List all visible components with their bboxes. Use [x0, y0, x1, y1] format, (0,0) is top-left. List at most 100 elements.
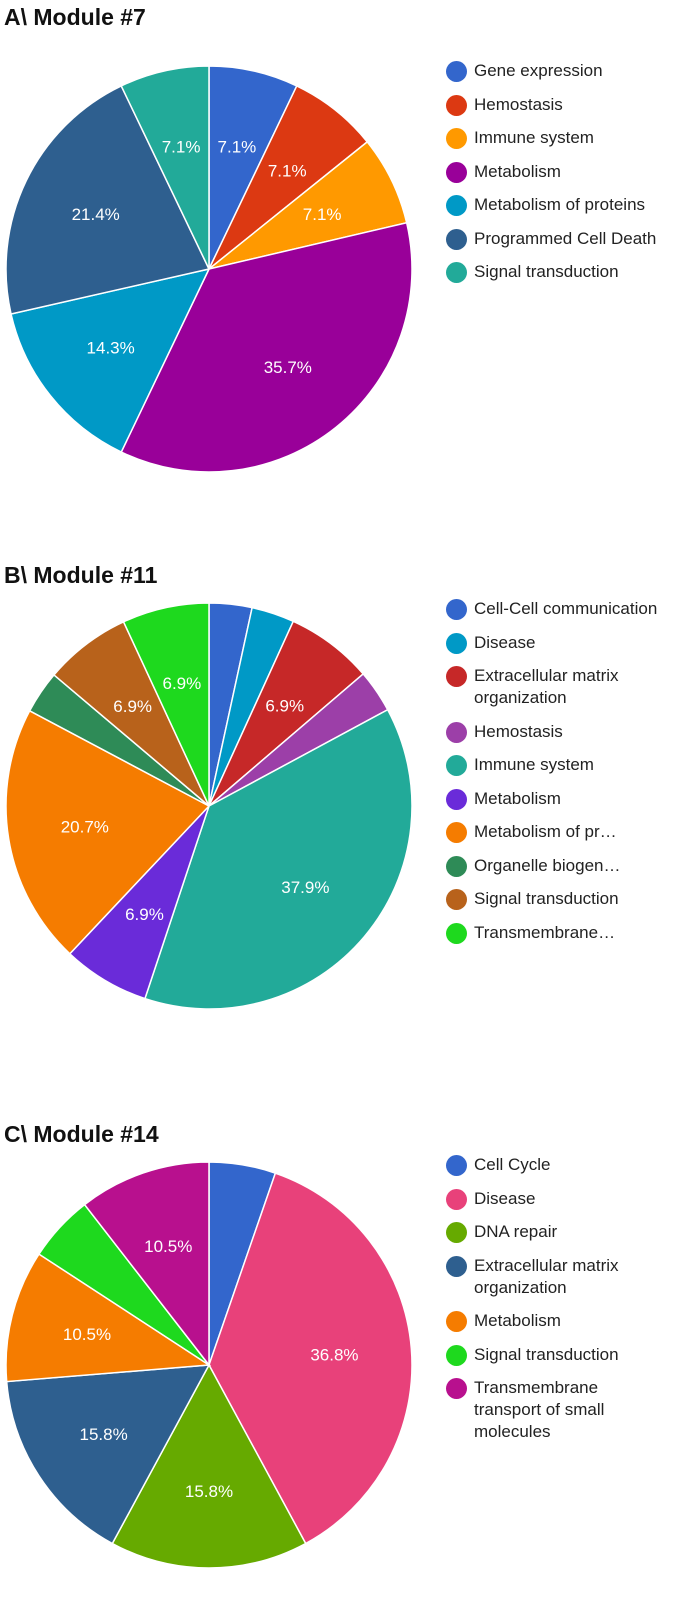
legend-item-disease: Disease: [446, 632, 676, 654]
pie-slice-transmembrane-transport-of-small-molecules: [83, 1161, 210, 1368]
legend-color-dot-icon: [446, 922, 467, 944]
legend-color-dot-icon: [446, 1311, 467, 1332]
legend-label: Metabolism: [474, 161, 561, 181]
legend-color-dot-icon: [446, 1155, 467, 1176]
legend-item-gene-expression: Gene expression: [446, 60, 676, 82]
pie-slice-metabolism-of-pr: [5, 709, 211, 955]
legend-color-dot-icon: [446, 666, 467, 687]
slice-label: 36.8%: [310, 1346, 358, 1365]
legend-color-dot-icon: [446, 61, 467, 82]
legend-label: Organelle biogen…: [474, 855, 621, 875]
legend-color-dot-icon: [446, 889, 467, 910]
legend-label: DNA repair: [474, 1222, 558, 1241]
legend-item-hemostasis: Hemostasis: [446, 94, 676, 116]
legend-label: Extracellular matrix organization: [474, 666, 619, 707]
legend-item-hemostasis: Hemostasis: [446, 721, 676, 743]
pie-slice-extracellular-matrix-organization: [5, 1364, 211, 1545]
legend-item-organelle-biogen: Organelle biogen…: [446, 855, 676, 877]
pie-slice-signal-transduction: [120, 65, 210, 270]
legend-item-transmembrane-transport-of-small-molecules: Transmembrane transport of small molecul…: [446, 1377, 661, 1443]
legend-item-cell-cycle: Cell Cycle: [446, 1154, 661, 1176]
legend-label: Metabolism of proteins: [474, 195, 646, 214]
slice-label: 6.9%: [163, 674, 202, 693]
slice-label: 7.1%: [268, 161, 307, 180]
legend-color-dot-icon: [446, 855, 467, 877]
legend-color-dot-icon: [446, 1378, 467, 1399]
slice-label: 7.1%: [218, 137, 257, 156]
pie-chart: 6.9%37.9%6.9%20.7%6.9%6.9%: [5, 602, 413, 1010]
slice-label: 7.1%: [303, 205, 342, 224]
legend-color-dot-icon: [446, 228, 467, 250]
legend-item-extracellular-matrix-organization: Extracellular matrix organization: [446, 665, 676, 709]
legend-label: Transmembrane…: [474, 922, 616, 942]
legend-color-dot-icon: [446, 262, 467, 283]
legend-label: Extracellular matrix organization: [474, 1255, 619, 1297]
legend-label: Metabolism of pr…: [474, 822, 617, 841]
legend-item-metabolism: Metabolism: [446, 788, 676, 810]
legend-item-disease: Disease: [446, 1188, 661, 1210]
pie-slice-metabolism: [120, 221, 413, 473]
legend-label: Hemostasis: [474, 721, 563, 741]
slice-label: 35.7%: [264, 358, 312, 377]
legend-item-metabolism-of-pr: Metabolism of pr…: [446, 821, 676, 843]
legend-color-dot-icon: [446, 161, 467, 183]
slice-label: 6.9%: [113, 697, 152, 716]
legend-color-dot-icon: [446, 755, 467, 776]
pie-slice-metabolism-of-proteins: [10, 267, 211, 454]
slice-label: 10.5%: [63, 1325, 111, 1344]
slice-label: 6.9%: [125, 905, 164, 924]
legend-item-signal-transduction: Signal transduction: [446, 888, 676, 910]
legend-color-dot-icon: [446, 632, 467, 654]
legend-item-programmed-cell-death: Programmed Cell Death: [446, 228, 676, 250]
pie-slice-immune-system: [143, 708, 413, 1010]
slice-label: 15.8%: [185, 1482, 233, 1501]
pie-slice-disease: [208, 1172, 413, 1545]
legend-color-dot-icon: [446, 599, 467, 620]
legend-item-metabolism: Metabolism: [446, 161, 676, 183]
legend-color-dot-icon: [446, 195, 467, 216]
slice-label: 21.4%: [72, 205, 120, 224]
legend-label: Immune system: [474, 128, 594, 147]
chart-title: A\ Module #7: [4, 4, 146, 30]
legend-color-dot-icon: [446, 788, 467, 810]
legend-color-dot-icon: [446, 1188, 467, 1210]
legend-label: Disease: [474, 632, 536, 652]
pie-slice-metabolism: [5, 1253, 212, 1383]
legend-label: Cell-Cell communication: [474, 599, 658, 618]
legend-label: Metabolism: [474, 1311, 561, 1330]
chart-title: B\ Module #11: [4, 562, 158, 588]
slice-label: 7.1%: [162, 137, 201, 156]
slice-label: 14.3%: [87, 339, 135, 358]
legend-item-signal-transduction: Signal transduction: [446, 1344, 661, 1366]
legend-color-dot-icon: [446, 1255, 467, 1277]
legend-label: Signal transduction: [474, 1344, 619, 1364]
legend-item-extracellular-matrix-organization: Extracellular matrix organization: [446, 1255, 661, 1299]
legend-item-dna-repair: DNA repair: [446, 1221, 661, 1243]
legend-color-dot-icon: [446, 1222, 467, 1243]
legend-label: Hemostasis: [474, 94, 563, 114]
legend-color-dot-icon: [446, 1344, 467, 1366]
legend-label: Transmembrane transport of small molecul…: [474, 1378, 605, 1441]
legend-label: Signal transduction: [474, 262, 619, 281]
legend-label: Signal transduction: [474, 889, 619, 908]
legend-item-immune-system: Immune system: [446, 127, 676, 149]
slice-label: 37.9%: [281, 878, 329, 897]
legend-label: Metabolism: [474, 788, 561, 808]
legend-item-metabolism-of-proteins: Metabolism of proteins: [446, 194, 676, 216]
slice-label: 10.5%: [144, 1237, 192, 1256]
legend-item-immune-system: Immune system: [446, 754, 676, 776]
legend-label: Programmed Cell Death: [474, 228, 657, 248]
chart-title: C\ Module #14: [4, 1121, 159, 1147]
legend-color-dot-icon: [446, 822, 467, 843]
legend-item-cell-cell-communication: Cell-Cell communication: [446, 598, 676, 620]
legend-item-metabolism: Metabolism: [446, 1310, 661, 1332]
slice-label: 20.7%: [61, 818, 109, 837]
pie-slice-transmembrane: [122, 602, 210, 807]
pie-slice-dna-repair: [111, 1363, 307, 1569]
legend-color-dot-icon: [446, 128, 467, 149]
legend-label: Disease: [474, 1188, 536, 1208]
pie-chart: 36.8%15.8%15.8%10.5%10.5%: [5, 1161, 413, 1569]
